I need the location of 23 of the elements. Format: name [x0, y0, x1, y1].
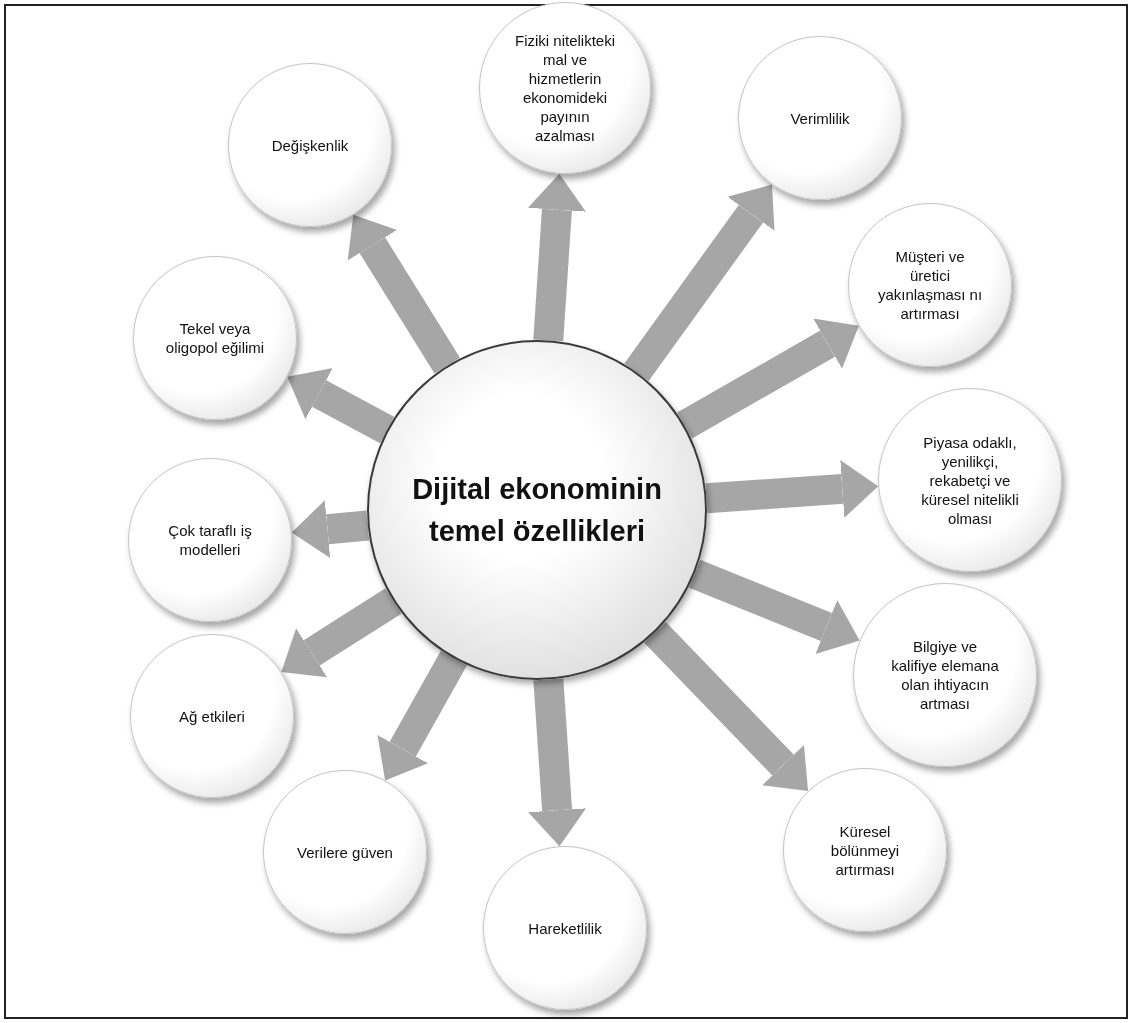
block-arrow	[347, 214, 460, 374]
feature-label: Piyasa odaklı, yenilikçi, rekabetçi ve küresel nitelikli olması	[920, 432, 1020, 528]
block-arrow	[528, 678, 587, 847]
feature-label: Değişkenlik	[270, 135, 350, 155]
feature-label: Ağ etkileri	[178, 706, 246, 726]
feature-label: Çok taraflı iş modelleri	[167, 521, 253, 559]
block-arrow	[281, 588, 402, 678]
block-arrow	[688, 559, 860, 654]
feature-label: Verimlilik	[789, 108, 851, 128]
feature-label: Verilere güven	[296, 842, 394, 862]
feature-label: Küresel bölünmeyi artırması	[829, 821, 901, 879]
feature-label: Tekel veya oligopol eğilimi	[164, 319, 266, 357]
block-arrow	[377, 650, 467, 781]
block-arrow	[644, 621, 809, 791]
feature-label: Bilgiye ve kalifiye elemana olan ihtiyacın artması	[890, 637, 1000, 713]
feature-label: Müşteri ve üretici yakınlaşması nı artırması	[876, 247, 984, 323]
block-arrow	[677, 318, 859, 439]
block-arrow	[287, 368, 395, 444]
block-arrow	[528, 173, 586, 342]
title-text: Dijital ekonominin temel özellikleri	[411, 472, 663, 549]
feature-label: Fiziki nitelikteki mal ve hizmetlerin ekonomideki payının azalması	[514, 31, 616, 145]
block-arrow	[624, 184, 775, 381]
feature-label: Hareketlilik	[527, 918, 603, 938]
